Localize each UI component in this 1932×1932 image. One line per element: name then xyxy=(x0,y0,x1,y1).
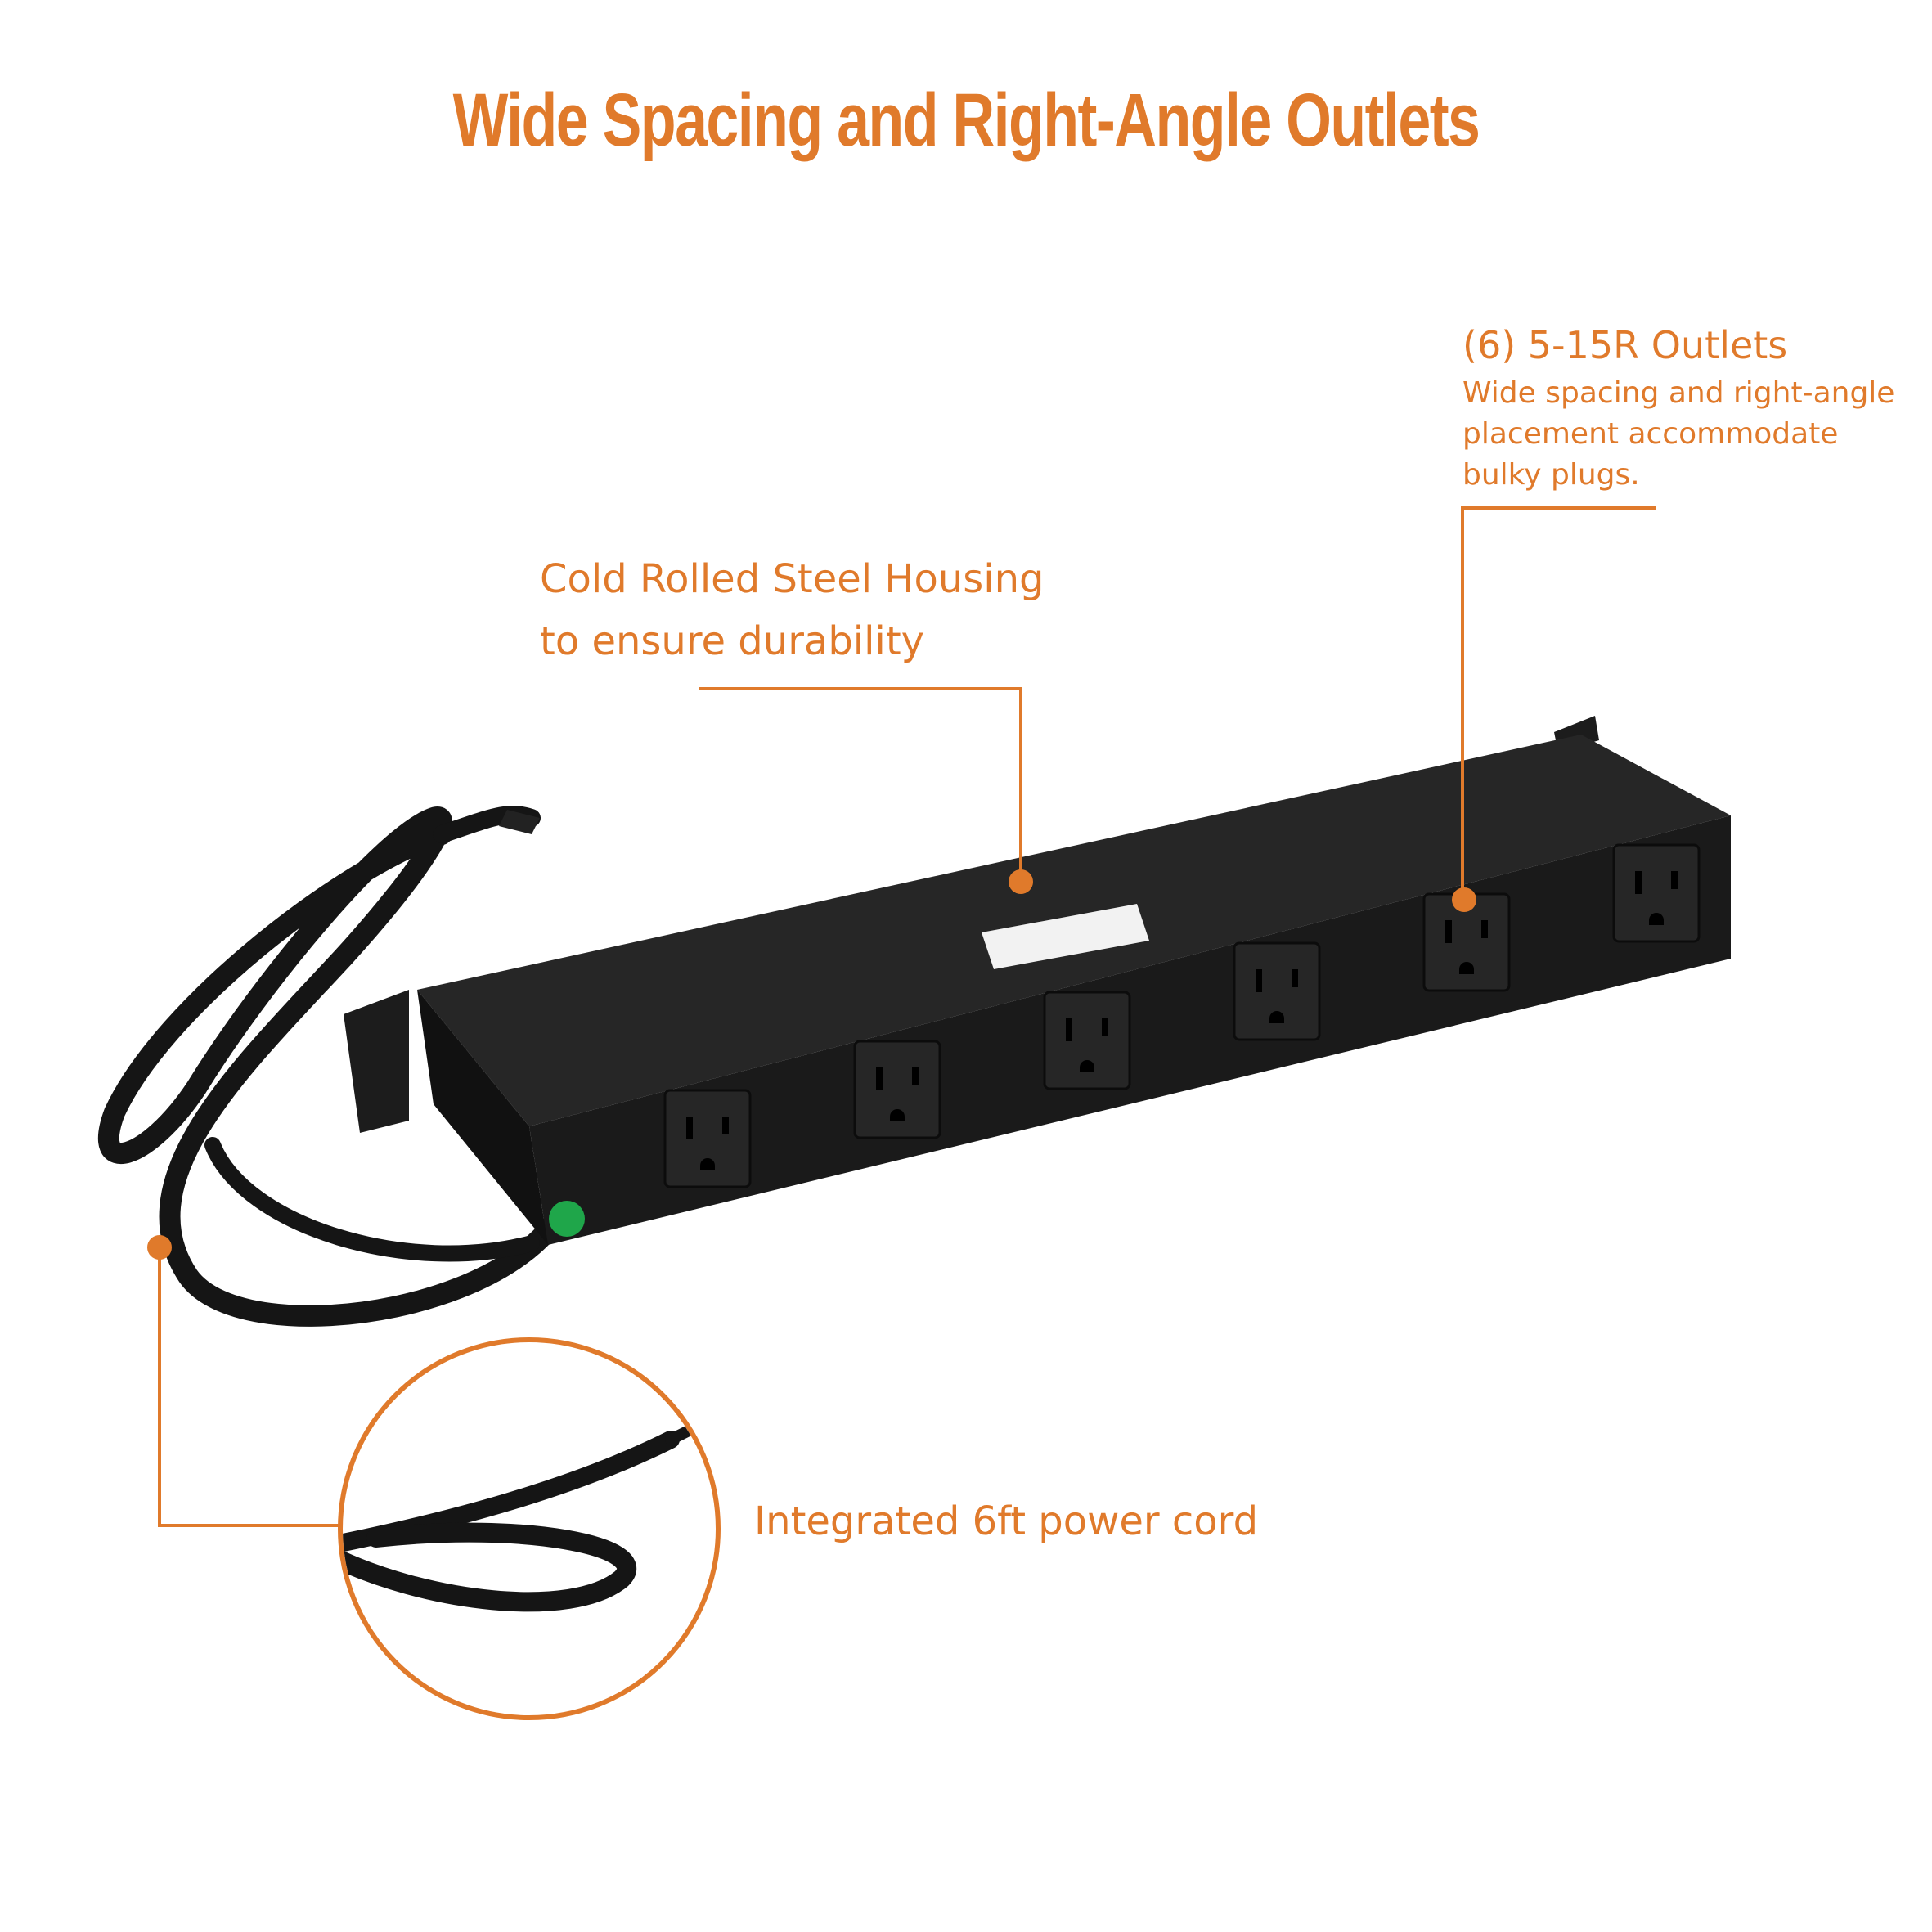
outlet-5 xyxy=(1422,892,1511,992)
plug-icon xyxy=(499,810,540,834)
outlets-callout-line-1: Wide spacing and right-angle xyxy=(1462,376,1895,410)
housing-callout-line-2: to ensure durability xyxy=(540,618,925,664)
callout-lines xyxy=(158,506,1656,1527)
page-title: Wide Spacing and Right-Angle Outlets xyxy=(452,79,1480,162)
outlet-4 xyxy=(1233,941,1321,1041)
outlet-2 xyxy=(853,1040,941,1139)
qc-sticker xyxy=(549,1201,585,1237)
cord-callout-text: Integrated 6ft power cord xyxy=(754,1498,1259,1544)
housing-callout-line-1: Cold Rolled Steel Housing xyxy=(540,556,1045,602)
rack-ear-left xyxy=(344,990,409,1133)
outlet-6 xyxy=(1612,843,1701,943)
outlets-callout-line-2: placement accommodate xyxy=(1462,417,1839,451)
housing-side xyxy=(417,990,548,1245)
outlets-callout-heading: (6) 5-15R Outlets xyxy=(1462,323,1788,367)
housing-callout-dot xyxy=(1009,869,1033,894)
outlets-callout-dot xyxy=(1452,887,1476,912)
outlet-3 xyxy=(1043,991,1131,1090)
outlet-1 xyxy=(663,1089,752,1188)
outlets-group xyxy=(663,843,1701,1188)
outlets-callout-line-3: bulky plugs. xyxy=(1462,458,1640,492)
cord-callout-dot xyxy=(147,1235,172,1260)
warning-label xyxy=(982,904,1149,969)
